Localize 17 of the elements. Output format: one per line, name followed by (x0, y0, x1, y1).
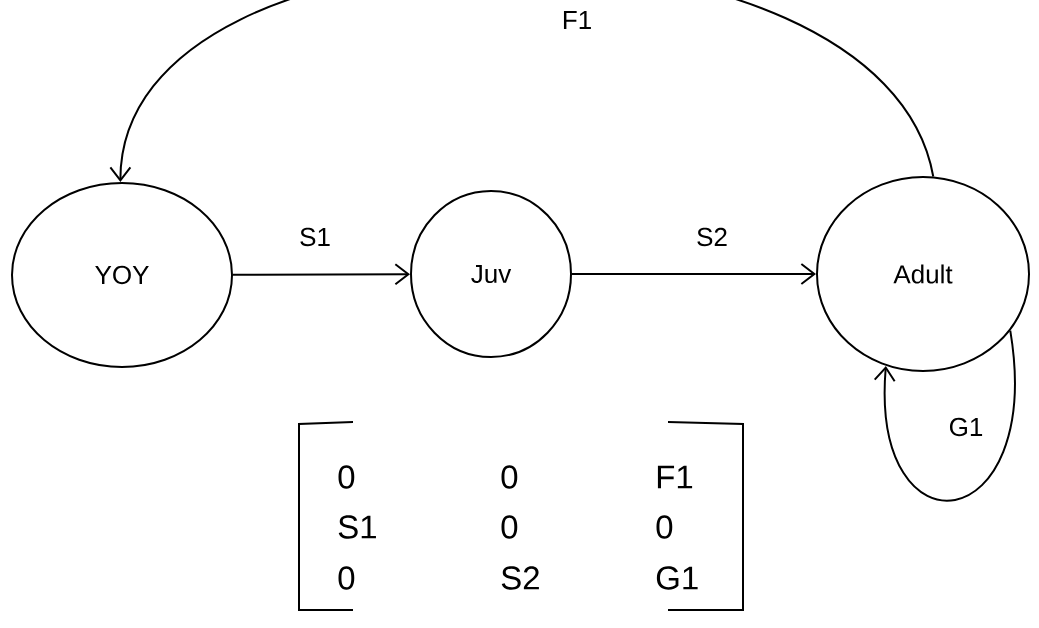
matrix-entry: 0 (338, 566, 355, 590)
edge-label: G1 (946, 415, 986, 439)
arrow (109, 0, 935, 182)
matrix-entry: 0 (338, 465, 355, 489)
arrow (873, 329, 1016, 501)
arrow (232, 263, 410, 286)
edge-label: S1 (297, 225, 333, 249)
matrix-entry: G1 (656, 566, 698, 590)
matrix-entry: 0 (656, 515, 673, 539)
matrix-entry: S1 (338, 515, 376, 539)
matrix-entry: S2 (501, 566, 539, 590)
matrix-entry: 0 (501, 465, 518, 489)
arrow (571, 263, 816, 285)
edge-label: F1 (559, 9, 595, 31)
edge-label: S2 (694, 225, 730, 249)
matrix-entry: F1 (657, 465, 693, 489)
matrix-entry: 0 (501, 515, 518, 539)
